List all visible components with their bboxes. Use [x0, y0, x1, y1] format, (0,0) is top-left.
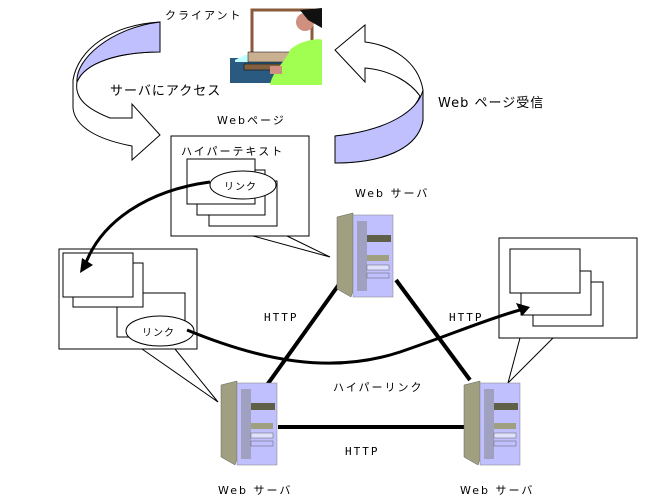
link-ellipse-left[interactable]: [125, 315, 195, 347]
web-server-icon: [463, 380, 521, 466]
client-label: クライアント: [165, 9, 243, 22]
access-server-label: サーバにアクセス: [110, 84, 222, 99]
hyperlink-curve-top: [82, 180, 211, 269]
web-page-label: Webページ: [217, 114, 286, 127]
hyperlink-label: ハイパーリンク: [333, 381, 424, 394]
web-page-receive-label: Web ページ受信: [438, 96, 545, 111]
http-label-right: HTTP: [449, 311, 484, 324]
web-server-label-top: Web サーバ: [355, 187, 430, 200]
hyperlink-curve-bottom: [186, 308, 521, 365]
hypertext-label: ハイパーテキスト: [181, 145, 285, 158]
web-server-icon: [220, 380, 278, 466]
hyperlink-arrowhead-left: [80, 258, 93, 273]
receive-arrow: [334, 23, 424, 164]
web-server-label-bottom-right: Web サーバ: [460, 484, 535, 497]
http-line-left: [265, 281, 342, 387]
access-arrow: [72, 21, 161, 162]
http-line-right: [394, 278, 472, 382]
http-label-left: HTTP: [264, 311, 299, 324]
right-page-callout: [498, 237, 638, 385]
web-server-label-bottom-left: Web サーバ: [218, 484, 293, 497]
link-label-left[interactable]: リンク: [142, 328, 175, 339]
http-label-bottom: HTTP: [345, 445, 380, 458]
link-ellipse-top[interactable]: [209, 170, 277, 200]
client-computer-icon: [230, 8, 322, 85]
hyperlink-arrowhead-right: [516, 303, 530, 316]
web-server-icon: [336, 212, 394, 298]
link-label-top[interactable]: リンク: [224, 182, 257, 193]
